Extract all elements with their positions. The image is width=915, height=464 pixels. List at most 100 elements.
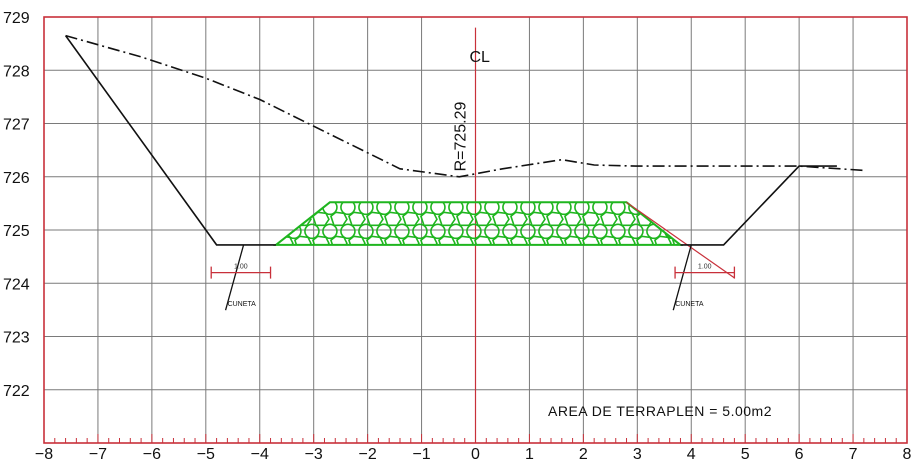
fill-stone xyxy=(448,223,464,240)
fill-cell xyxy=(419,235,438,245)
fill-cell xyxy=(419,211,438,227)
fill-cell xyxy=(293,235,312,245)
y-tick-label: 726 xyxy=(3,170,30,187)
fill-cell xyxy=(617,235,636,245)
fill-stone xyxy=(448,202,464,216)
x-tick-label: −1 xyxy=(412,446,430,463)
fill-cell xyxy=(473,211,492,227)
x-tick-label: −2 xyxy=(359,446,377,463)
fill-cell xyxy=(491,235,510,245)
fill-stone xyxy=(322,223,338,240)
elevation-label: R=725.29 xyxy=(453,101,470,171)
fill-stone xyxy=(340,223,356,240)
fill-cell xyxy=(347,235,366,245)
fill-cell xyxy=(275,211,294,227)
fill-stone xyxy=(340,202,356,216)
centerline-label: CL xyxy=(470,49,491,66)
fill-stone xyxy=(520,202,536,216)
fill-cell xyxy=(329,211,348,227)
grid-lines xyxy=(43,17,908,443)
terrain-profiles xyxy=(64,34,864,246)
x-tick-label: −3 xyxy=(305,446,323,463)
area-note: AREA DE TERRAPLEN = 5.00m2 xyxy=(548,403,772,419)
natural-ground-line xyxy=(65,34,864,178)
fill-cell xyxy=(455,211,474,227)
fill-cell xyxy=(671,235,681,245)
fill-cell xyxy=(599,235,618,245)
y-tick-label: 727 xyxy=(3,117,30,134)
x-tick-label: −6 xyxy=(143,446,161,463)
plot-frame xyxy=(43,16,908,444)
fill-stone xyxy=(466,202,482,216)
fill-stone xyxy=(520,223,536,240)
y-tick-label: 728 xyxy=(3,63,30,80)
fill-stone xyxy=(286,202,302,216)
fill-stone xyxy=(394,223,410,240)
fill-stone xyxy=(628,223,644,240)
y-tick-label: 722 xyxy=(3,383,30,400)
fill-stone xyxy=(538,223,554,240)
fill-cell xyxy=(527,235,546,245)
fill-stone xyxy=(412,202,428,216)
x-tick-label: −7 xyxy=(89,446,107,463)
fill-stone xyxy=(610,202,626,216)
fill-stone xyxy=(592,223,608,240)
fill-cell xyxy=(365,211,384,227)
fill-cell xyxy=(545,235,564,245)
x-tick-label: 8 xyxy=(903,446,912,463)
fill-cell xyxy=(455,235,474,245)
x-tick-label: 2 xyxy=(579,446,588,463)
fill-stone xyxy=(556,202,572,216)
fill-stone xyxy=(376,202,392,216)
fill-stone xyxy=(275,202,284,216)
fill-stone xyxy=(275,223,284,240)
fill-stone xyxy=(430,223,446,240)
x-tick-label: 7 xyxy=(849,446,858,463)
fill-cell xyxy=(329,235,348,245)
fill-cell xyxy=(437,235,456,245)
fill-stone xyxy=(556,223,572,240)
ditch-label: CUNETA xyxy=(228,301,257,308)
fill-cell xyxy=(437,211,456,227)
fill-cell xyxy=(491,211,510,227)
x-tick-label: 0 xyxy=(471,446,480,463)
fill-stone xyxy=(683,200,697,214)
fill-stone xyxy=(466,223,482,240)
fill-cell xyxy=(599,211,618,227)
fill-stone xyxy=(484,223,500,240)
y-tick-label: 724 xyxy=(3,276,30,293)
fill-stone xyxy=(358,202,374,216)
x-tick-label: −5 xyxy=(197,446,215,463)
fill-cell xyxy=(545,211,564,227)
fill-cell xyxy=(347,211,366,227)
fill-stone xyxy=(412,223,428,240)
fill-cell xyxy=(563,211,582,227)
ditch-dimension-label: 1.00 xyxy=(234,264,248,271)
x-tick-label: −4 xyxy=(251,446,269,463)
fill-stone xyxy=(610,223,626,240)
fill-stone xyxy=(376,223,392,240)
x-tick-label: −8 xyxy=(35,446,53,463)
x-tick-label: 3 xyxy=(633,446,642,463)
y-tick-label: 723 xyxy=(3,330,30,347)
fill-stone xyxy=(430,202,446,216)
fill-cell xyxy=(653,235,672,245)
fill-cell xyxy=(311,235,330,245)
x-tick-label: 1 xyxy=(525,446,534,463)
fill-stone xyxy=(574,223,590,240)
fill-stone xyxy=(304,223,320,240)
fill-stone xyxy=(484,202,500,216)
ditch-leader xyxy=(224,244,245,311)
fill-cell xyxy=(509,235,528,245)
y-tick-label: 725 xyxy=(3,223,30,240)
fill-stone xyxy=(683,224,697,238)
fill-stone xyxy=(592,202,608,216)
fill-cell xyxy=(383,235,402,245)
y-tick-label: 729 xyxy=(3,10,30,27)
ditch-dimension-label: 1.00 xyxy=(698,264,712,271)
fill-stone xyxy=(646,202,662,216)
